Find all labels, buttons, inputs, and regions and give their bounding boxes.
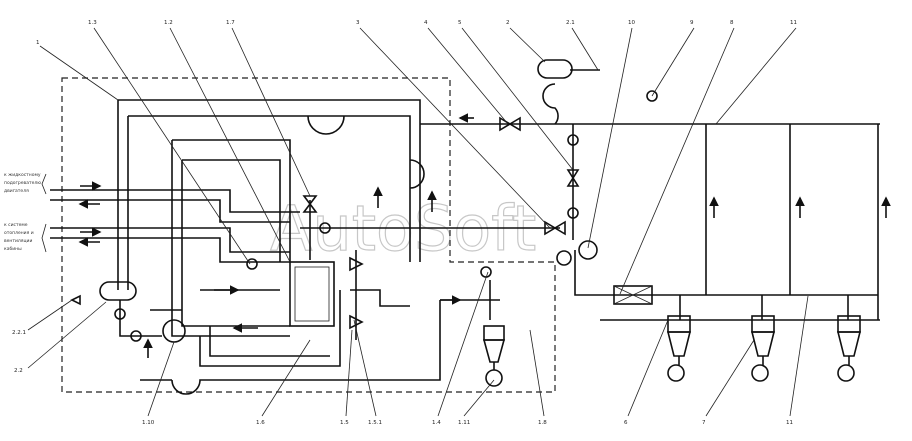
label-4: 4 — [424, 20, 428, 26]
label-2-2: 2.2 — [14, 368, 23, 374]
label-1-5-1: 1.5.1 — [368, 420, 382, 426]
label-2: 2 — [506, 20, 510, 26]
note-lower-3: вентиляции — [4, 239, 32, 244]
note-upper-3: двигателя — [4, 189, 29, 194]
callout-labels: 1 1.3 1.2 1.7 3 4 5 2 2.1 10 9 8 11 2.2.… — [12, 20, 797, 426]
note-upper-2: подогревателю — [4, 181, 41, 186]
pump-1-10 — [162, 319, 186, 343]
note-lower-4: кабины — [4, 246, 22, 252]
label-1-4: 1.4 — [432, 420, 441, 426]
right-circuit — [420, 69, 880, 321]
pump-3 — [578, 240, 598, 260]
label-1-5: 1.5 — [340, 420, 349, 426]
brace-lower — [41, 223, 47, 253]
heat-exchanger-core — [294, 266, 330, 322]
cyclone-6 — [666, 315, 692, 382]
label-1-6: 1.6 — [256, 420, 265, 426]
filter-10 — [613, 285, 653, 305]
flow-arrows — [78, 113, 891, 358]
note-upper-1: к жидкостному — [4, 173, 41, 178]
cyclone-7 — [750, 315, 776, 382]
receiver-2 — [537, 59, 573, 79]
side-notes: к жидкостному подогревателю двигателя к … — [4, 173, 47, 253]
label-5: 5 — [458, 20, 462, 26]
brace-upper — [41, 173, 47, 195]
label-3: 3 — [356, 20, 360, 26]
leader-lines — [27, 27, 809, 417]
gauges — [114, 90, 658, 342]
pipe-network — [50, 99, 560, 395]
label-1-8: 1.8 — [538, 420, 547, 426]
heat-exchanger — [289, 261, 335, 327]
note-lower-1: к системе — [4, 223, 28, 228]
label-1: 1 — [36, 40, 40, 46]
label-2-2-1: 2.2.1 — [12, 330, 26, 336]
label-1-3: 1.3 — [88, 20, 97, 26]
label-10: 10 — [628, 20, 635, 26]
label-7: 7 — [702, 420, 706, 426]
label-1-10: 1.10 — [142, 420, 155, 426]
cyclone-1-11 — [482, 325, 506, 387]
motor — [556, 250, 572, 266]
label-9: 9 — [690, 20, 694, 26]
unit-boundary — [61, 77, 556, 393]
label-1-11: 1.11 — [458, 420, 470, 426]
label-8: 8 — [730, 20, 734, 26]
note-lower-2: отопления и — [4, 231, 34, 236]
tank-2-2 — [99, 281, 137, 301]
label-1-7: 1.7 — [226, 20, 235, 26]
label-2-1: 2.1 — [566, 20, 575, 26]
label-11-top: 11 — [790, 20, 797, 26]
label-11-bottom: 11 — [786, 420, 793, 426]
label-6: 6 — [624, 420, 628, 426]
cyclone-8 — [836, 315, 862, 382]
label-1-2: 1.2 — [164, 20, 173, 26]
